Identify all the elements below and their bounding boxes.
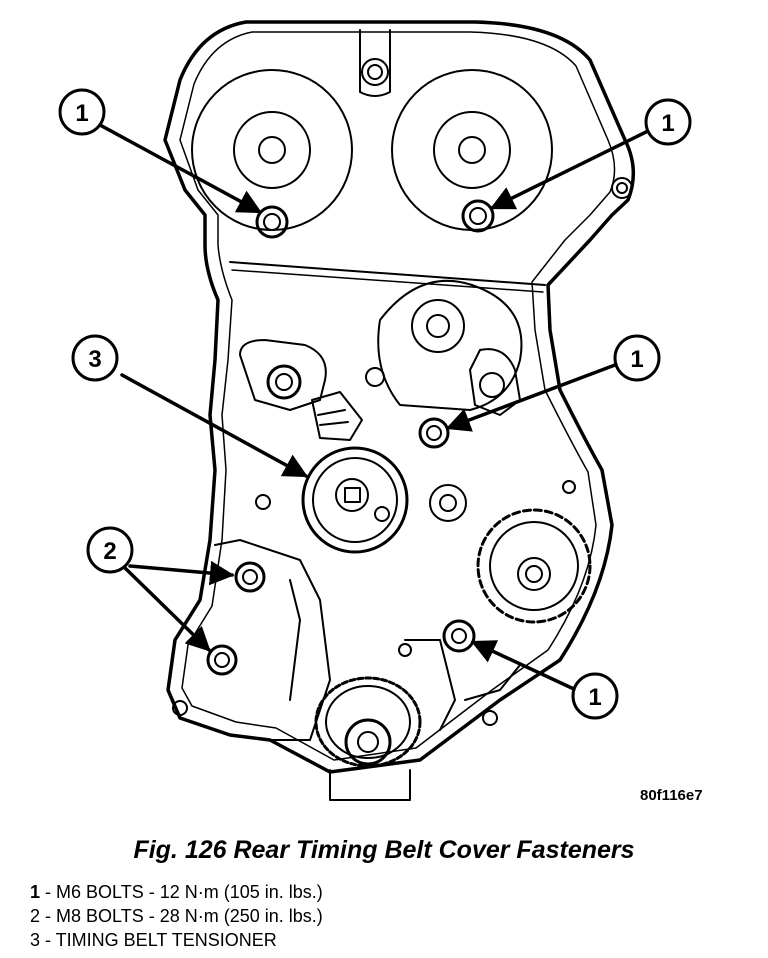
svg-text:2: 2 <box>103 538 116 565</box>
right-camshaft-sprocket <box>391 69 553 231</box>
legend-item: 3 - TIMING BELT TENSIONER <box>30 928 323 952</box>
lower-left-boss <box>255 480 576 522</box>
top-boss <box>359 29 391 97</box>
legend-number: 3 <box>30 930 41 950</box>
svg-text:3: 3 <box>88 346 101 373</box>
cover-outline <box>163 20 635 774</box>
legend-number: 2 <box>30 906 41 926</box>
figure-id: 80f116e7 <box>640 787 703 804</box>
callout-1-lower-right: 1 <box>571 672 619 720</box>
legend: 1 - M6 BOLTS - 12 N·m (105 in. lbs.) 2 -… <box>30 880 323 952</box>
legend-item: 2 - M8 BOLTS - 28 N·m (250 in. lbs.) <box>30 904 323 928</box>
callout-2-m8: 2 <box>86 526 134 574</box>
legend-item: 1 - M6 BOLTS - 12 N·m (105 in. lbs.) <box>30 880 323 904</box>
legend-text: - M6 BOLTS - 12 N·m (105 in. lbs.) <box>40 882 323 902</box>
engine-diagram: 1 1 3 1 2 1 <box>58 20 692 801</box>
legend-number: 1 <box>30 882 41 902</box>
crankshaft-sprocket <box>476 508 592 624</box>
svg-text:1: 1 <box>661 110 674 137</box>
m8-upper-bolt <box>234 561 266 593</box>
callout-1-left-cam: 1 <box>58 88 106 136</box>
left-bracket <box>239 339 327 411</box>
callout-3-tensioner: 3 <box>71 334 119 382</box>
legend-text: - TIMING BELT TENSIONER <box>40 930 277 950</box>
timing-belt-tensioner <box>301 391 409 554</box>
svg-text:1: 1 <box>630 346 643 373</box>
left-cam-bolt <box>255 205 289 239</box>
right-cam-bolt <box>461 199 495 233</box>
svg-text:1: 1 <box>588 684 601 711</box>
m8-lower-bolt <box>206 644 238 676</box>
right-edge-bolt <box>611 177 633 199</box>
legend-text: - M8 BOLTS - 28 N·m (250 in. lbs.) <box>40 906 323 926</box>
figure-caption: Fig. 126 Rear Timing Belt Cover Fastener… <box>133 836 635 864</box>
callout-1-center: 1 <box>613 334 661 382</box>
right-bracket <box>469 348 521 416</box>
lower-block <box>172 539 521 741</box>
crankshaft-balancer <box>314 676 422 801</box>
callout-leaders <box>98 123 652 692</box>
idler-boss <box>365 279 523 411</box>
lower-right-bolt <box>442 619 476 653</box>
callout-1-right-cam: 1 <box>644 98 692 146</box>
svg-text:1: 1 <box>75 100 88 127</box>
center-bolt <box>418 417 450 449</box>
